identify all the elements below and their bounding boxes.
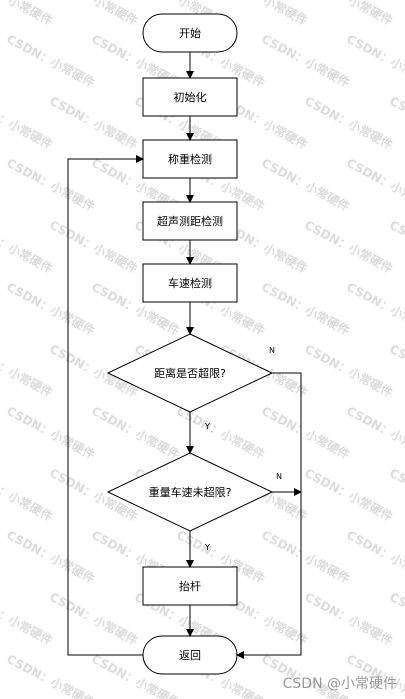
- connectors: [67, 52, 302, 659]
- lift-process: 抬杆: [142, 566, 238, 606]
- weigh-label: 称重检测: [168, 152, 212, 166]
- yes-label-weight-speed: Y: [204, 543, 210, 552]
- weight-speed-decision-label: 重量车速未超限?: [149, 485, 232, 499]
- speed-label: 车速检测: [168, 276, 212, 290]
- footer-watermark: CSDN @小常硬件: [282, 676, 397, 692]
- weigh-process: 称重检测: [142, 139, 238, 179]
- no-label-weight-speed: N: [276, 472, 282, 481]
- start-terminal: 开始: [142, 13, 238, 53]
- return-terminal: 返回: [142, 635, 238, 675]
- distance-decision: 距离是否超限?: [106, 333, 274, 413]
- weight-speed-decision: 重量车速未超限?: [106, 452, 274, 532]
- start-label: 开始: [179, 26, 201, 40]
- arrow-distance-no: [236, 372, 302, 659]
- init-process: 初始化: [142, 77, 238, 117]
- yes-label-distance: Y: [204, 422, 210, 431]
- init-label: 初始化: [174, 90, 207, 104]
- ultrasonic-process: 超声测距检测: [142, 201, 238, 241]
- ultrasonic-label: 超声测距检测: [157, 214, 223, 228]
- distance-decision-label: 距离是否超限?: [154, 366, 226, 380]
- lift-label: 抬杆: [179, 579, 201, 593]
- no-label-distance: N: [269, 346, 275, 355]
- speed-process: 车速检测: [142, 263, 238, 303]
- return-label: 返回: [179, 649, 201, 662]
- arrow-loop-back: [67, 155, 144, 656]
